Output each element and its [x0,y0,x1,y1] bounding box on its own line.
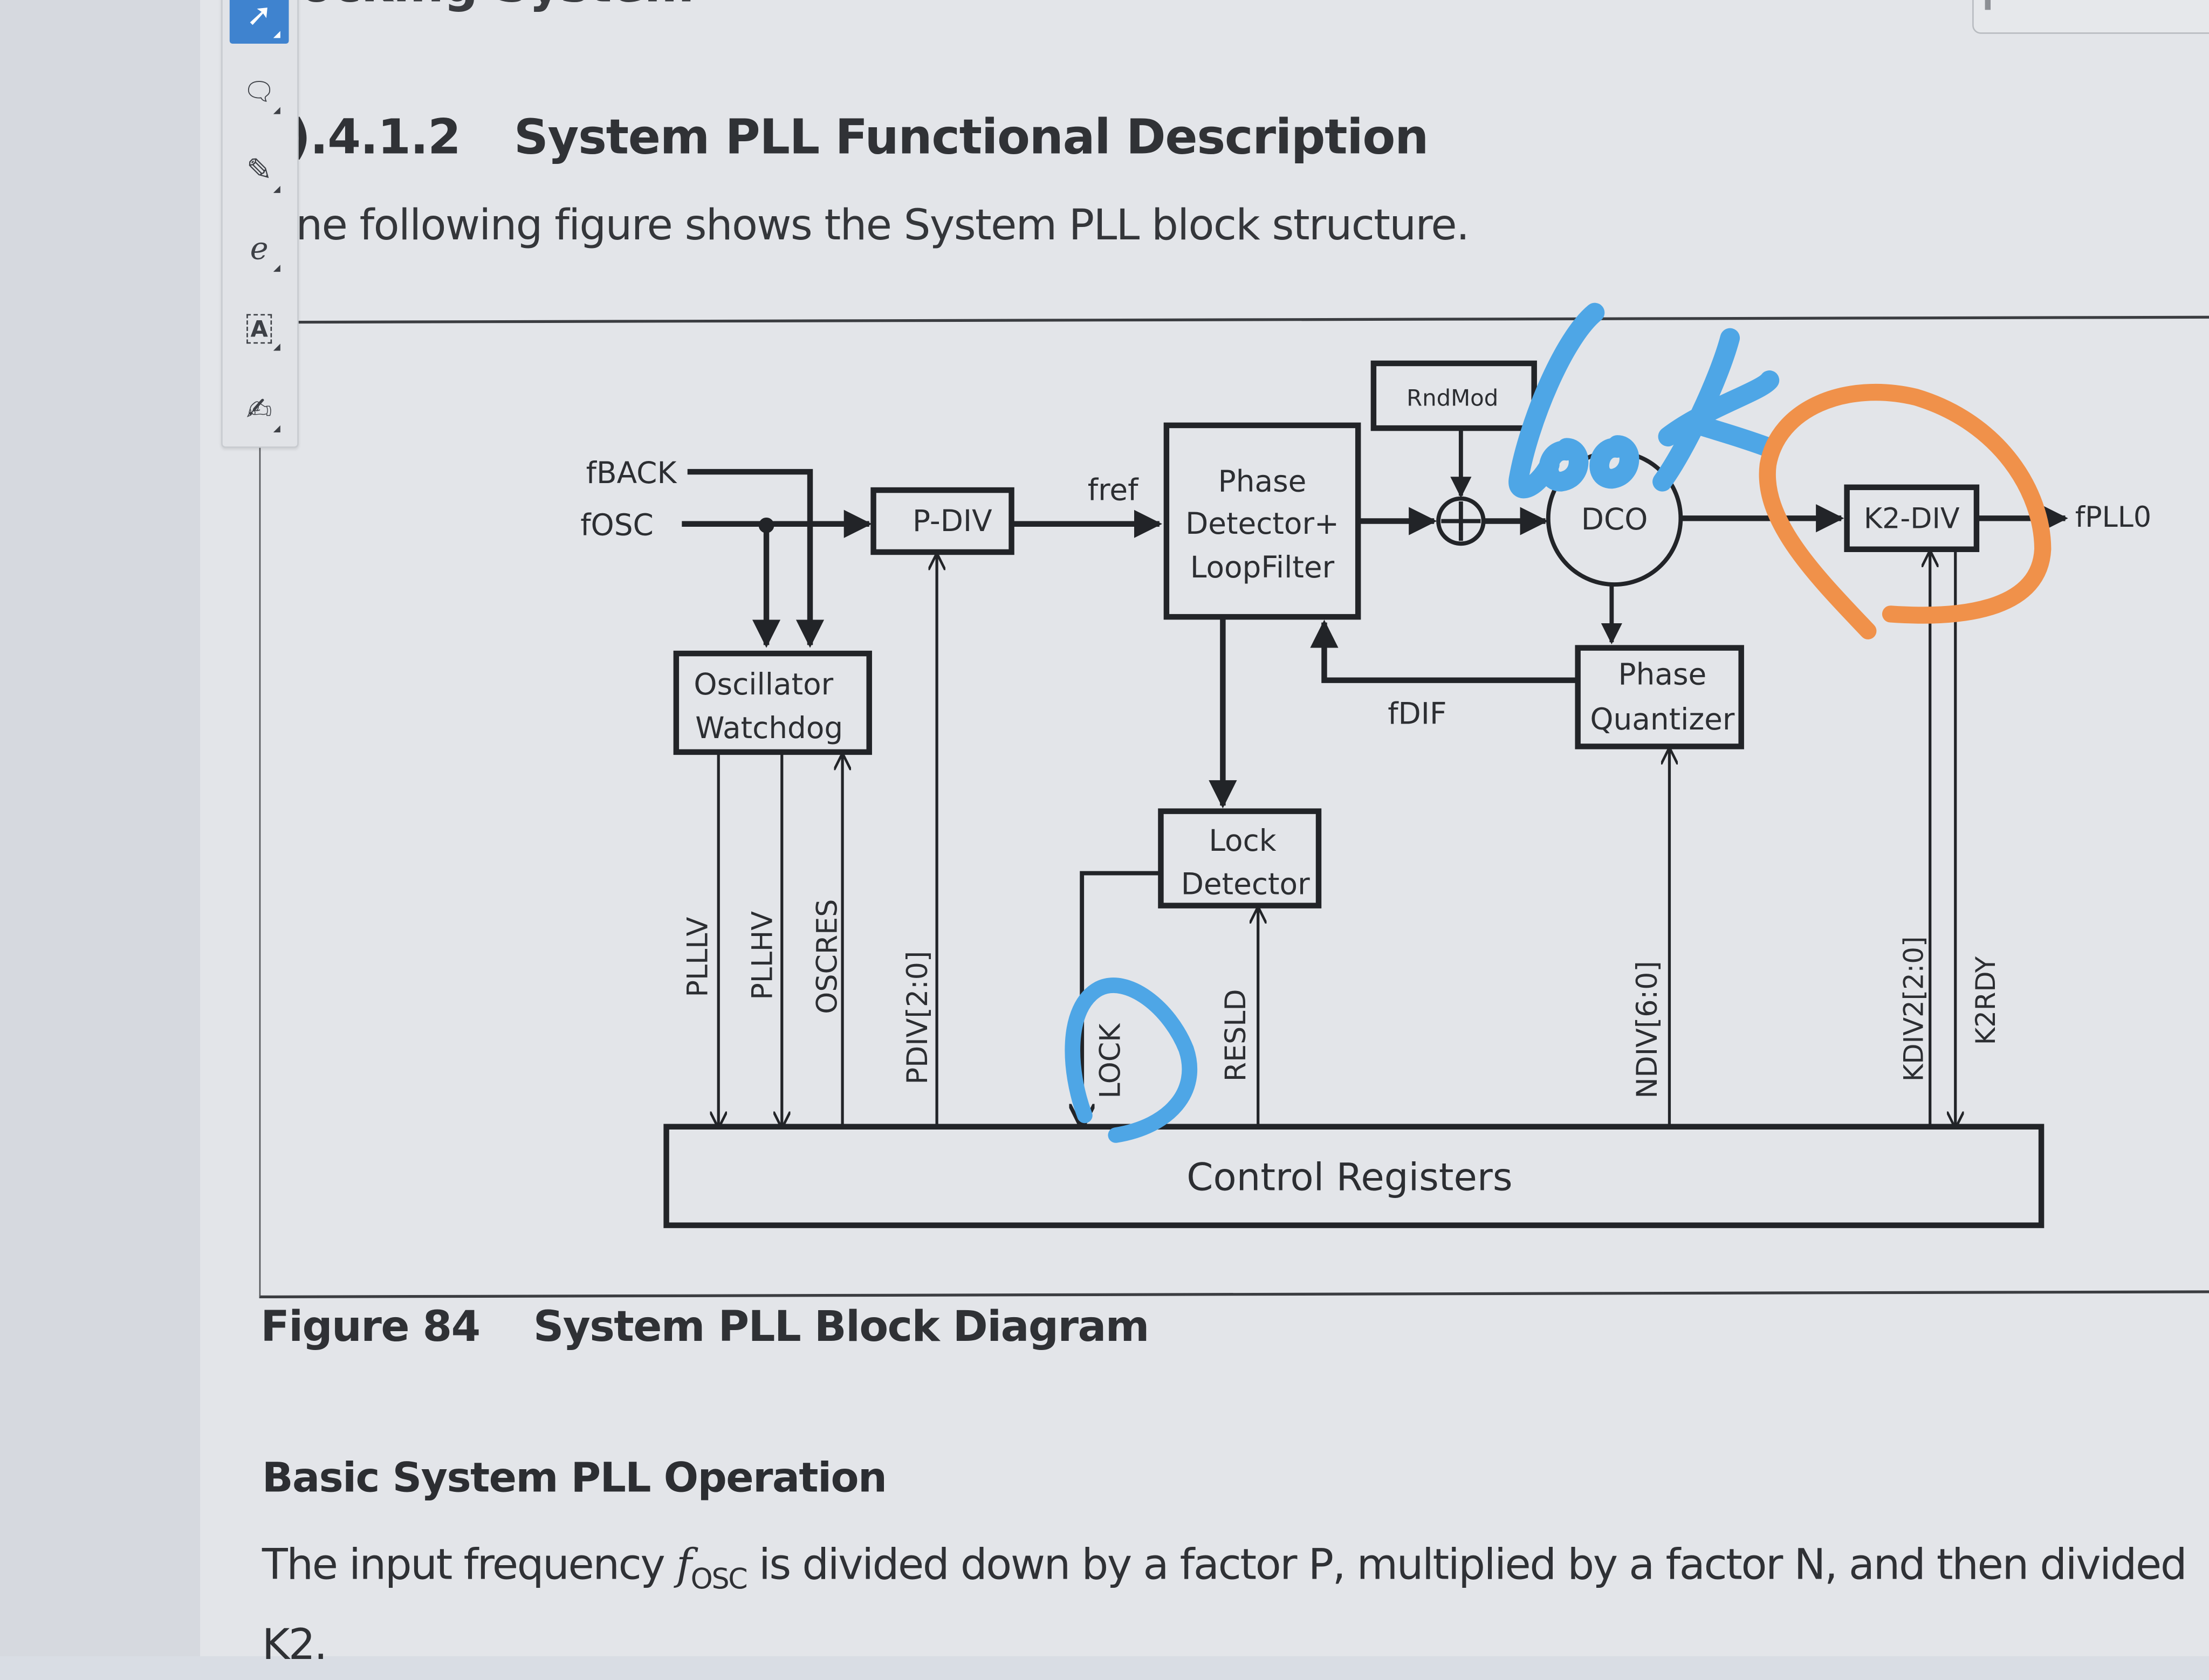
k2div-circle-annotation [1759,383,2052,639]
figure-title: System PLL Block Diagram [533,1303,1150,1352]
comment-add-icon: 🗨 [243,77,276,107]
section-heading: ).4.1.2 System PLL Functional Description [289,110,1429,166]
left-gutter [0,0,202,1656]
operation-paragraph: The input frequency fOSC is divided down… [262,1532,2187,1680]
top-right-panel-edge[interactable] [1972,0,2209,34]
pdiv-label: P-DIV [913,504,992,538]
figure-number: Figure 84 [260,1303,481,1352]
intro-paragraph: ne following figure shows the System PLL… [296,201,1470,251]
lock-label: LOCK [1095,1023,1127,1099]
oscres-label: OSCRES [812,899,844,1014]
chapter-heading-fragment: ocking System [300,0,694,14]
submenu-corner-icon [273,343,280,351]
fdif-wire [1310,619,1578,683]
fback-label: fBACK [586,456,678,490]
submenu-corner-icon [273,425,280,432]
pen-tool-button[interactable]: ✎ [230,142,289,198]
fback-wire [687,469,825,648]
ndiv-bus-label: NDIV[6:0] [1631,961,1664,1098]
figure-caption: Figure 84 System PLL Block Diagram [260,1303,1149,1352]
fosc-label: fOSC [580,508,654,542]
watchdog-label-1: Oscillator [694,667,833,701]
lock-detector-label-2: Detector [1181,867,1310,901]
kdiv2-bus-label: KDIV2[2:0] [1898,937,1930,1082]
watchdog-label-2: Watchdog [695,711,843,745]
lock-detector-label-1: Lock [1209,823,1276,858]
phase-detector-label-3: LoopFilter [1190,550,1335,584]
control-registers-label: Control Registers [1186,1155,1512,1199]
document-page [200,0,2209,1656]
fdif-label: fDIF [1388,697,1446,731]
operation-text-rest: is divided down by a factor P, multiplie… [746,1540,2187,1591]
phase-quantizer-label-1: Phase [1618,657,1707,692]
section-title: System PLL Functional Description [513,109,1429,167]
operation-text-line2: K2. [262,1621,327,1671]
stamp-tool-button[interactable]: ✍ [230,382,289,438]
submenu-corner-icon [273,265,280,272]
fref-label: fref [1088,472,1139,507]
annotation-toolbar: ➚ 🗨 ✎ ℯ A ✍ [221,0,299,448]
handwritten-look-annotation [1508,302,1780,499]
control-registers-block [663,1124,2045,1228]
cursor-arrow-icon: ➚ [246,0,272,33]
lock-circle-annotation [1065,977,1198,1143]
operation-text-start: The input frequency [262,1540,676,1591]
lock-wire [1082,871,1161,1127]
submenu-corner-icon [273,31,280,38]
phase-quantizer-block [1575,645,1744,749]
submenu-corner-icon [273,185,280,193]
pdiv-bus-label: PDIV[2:0] [902,951,934,1085]
operation-heading: Basic System PLL Operation [262,1453,887,1502]
text-box-icon: A [246,313,272,343]
fosc-variable: f [676,1540,692,1591]
freehand-loop-icon: ℯ [250,231,269,267]
select-tool-button[interactable]: ➚ [229,0,289,44]
submenu-corner-icon [273,107,280,114]
lock-detector-block [1158,808,1322,908]
resld-label: RESLD [1220,989,1252,1082]
text-box-tool-button[interactable]: A [230,300,289,356]
phase-detector-label-1: Phase [1218,464,1307,499]
panel-grip[interactable] [1985,0,1991,10]
add-comment-tool-button[interactable]: 🗨 [230,64,289,120]
fosc-subscript: OSC [690,1561,748,1596]
k2rdy-label: K2RDY [1970,956,2001,1045]
stamp-icon: ✍ [246,392,272,428]
freehand-tool-button[interactable]: ℯ [230,221,289,277]
pen-icon: ✎ [246,153,272,188]
rndmod-label: RndMod [1407,384,1498,411]
pllhv-label: PLLHV [746,911,779,1000]
dco-label: DCO [1581,502,1648,536]
fpllo-label: fPLL0 [2075,501,2151,534]
section-number: ).4.1.2 [289,109,461,167]
plllv-label: PLLLV [682,917,714,997]
phase-detector-label-2: Detector+ [1185,506,1339,541]
oscillator-watchdog-block [673,650,872,755]
k2div-label: K2-DIV [1864,503,1960,535]
phase-quantizer-label-2: Quantizer [1590,702,1735,736]
